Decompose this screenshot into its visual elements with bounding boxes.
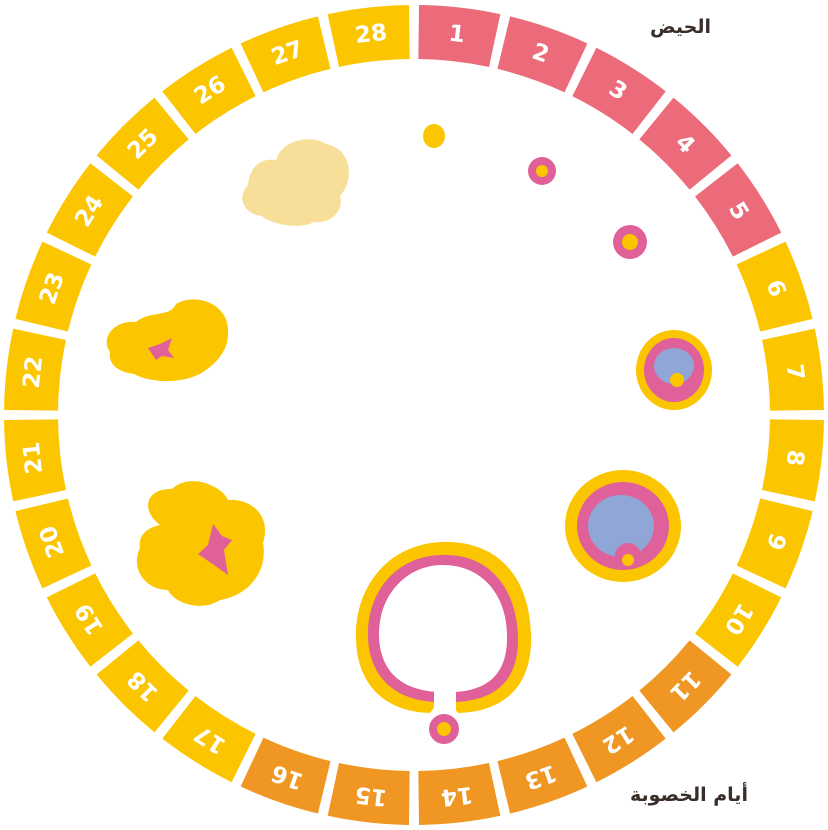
primary-follicle <box>528 157 556 185</box>
day-label-14: 14 <box>440 781 475 810</box>
day-label-28: 28 <box>354 20 389 49</box>
day-label-22: 22 <box>19 355 48 390</box>
early-antral-follicle <box>636 330 712 410</box>
antral-follicle <box>565 470 681 582</box>
primordial-follicle <box>423 124 445 148</box>
day-label-1: 1 <box>447 21 466 49</box>
corpus-luteum <box>137 481 265 606</box>
corpus-luteum-regressing <box>107 299 228 381</box>
ovary-stages <box>107 124 712 744</box>
ovulating-follicle <box>356 542 531 744</box>
day-label-8: 8 <box>781 448 809 467</box>
day-label-15: 15 <box>354 781 389 810</box>
secondary-follicle <box>613 225 647 259</box>
day-label-7: 7 <box>781 363 809 382</box>
fertile-days-caption: أيام الخصوبة <box>630 784 770 806</box>
corpus-albicans <box>242 139 349 226</box>
day-label-21: 21 <box>19 441 48 476</box>
menstruation-caption: الحيض <box>650 16 735 38</box>
